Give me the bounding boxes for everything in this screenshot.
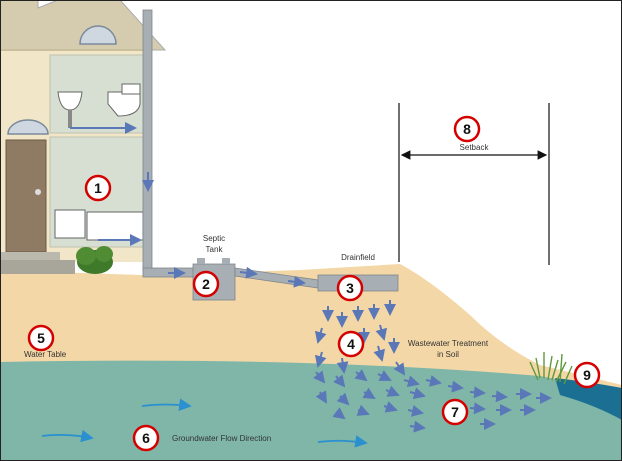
marker-7: 7 [441, 398, 469, 426]
marker-6: 6 [132, 424, 160, 452]
surface-water [555, 378, 622, 420]
marker-2: 2 [192, 270, 220, 298]
marker-3-number: 3 [346, 280, 354, 296]
groundwater-flow-label: Groundwater Flow Direction [172, 434, 271, 443]
septic-tank-label-line1: Septic [203, 234, 225, 243]
water-table-label: Water Table [24, 350, 67, 359]
marker-4-number: 4 [347, 336, 355, 352]
setback-dimension [398, 103, 550, 265]
marker-8: 8 [453, 115, 481, 143]
shoreline-grass [529, 352, 573, 385]
sewer-pipe [142, 9, 198, 279]
septic-tank-label-line2: Tank [206, 245, 224, 254]
house [0, 0, 167, 274]
marker-1-number: 1 [94, 180, 102, 196]
marker-5: 5 [27, 324, 55, 352]
setback-label: Setback [460, 143, 490, 152]
marker-5-number: 5 [37, 330, 45, 346]
percolation-arrows [314, 300, 406, 376]
marker-1: 1 [84, 174, 112, 202]
plume-arrows [313, 369, 552, 433]
marker-9: 9 [573, 361, 601, 389]
marker-6-number: 6 [142, 430, 150, 446]
marker-4: 4 [337, 330, 365, 358]
marker-3: 3 [336, 274, 364, 302]
marker-8-number: 8 [463, 121, 471, 137]
drainfield-label: Drainfield [341, 253, 375, 262]
marker-9-number: 9 [583, 367, 591, 383]
groundwater-current-arrows [41, 398, 368, 448]
marker-7-number: 7 [451, 404, 459, 420]
treatment-label-line2: in Soil [437, 350, 459, 359]
shrub [76, 246, 113, 274]
marker-2-number: 2 [202, 276, 210, 292]
treatment-label-line1: Wastewater Treatment [408, 339, 489, 348]
